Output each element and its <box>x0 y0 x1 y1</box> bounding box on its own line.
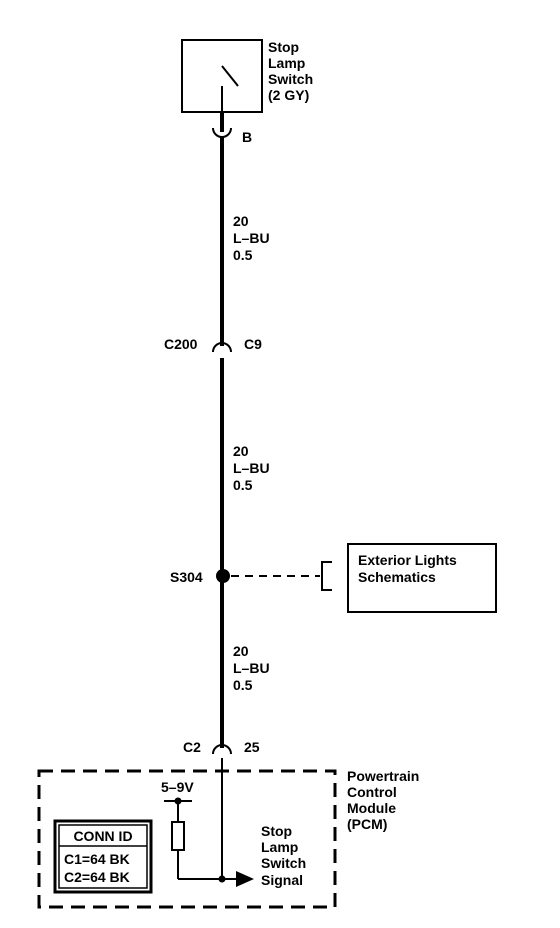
switch-name-line-1: Stop <box>268 39 299 55</box>
wire-2-size: 0.5 <box>233 477 253 493</box>
conn-id-row-2: C2=64 BK <box>64 869 130 885</box>
pcm-dashed-boundary <box>37 769 337 909</box>
pcm-name-line-3: Module <box>347 800 396 816</box>
switch-terminal-label: B <box>242 129 252 145</box>
reference-box <box>347 543 497 613</box>
switch-name-line-2: Lamp <box>268 55 305 71</box>
pcm-name-line-4: (PCM) <box>347 816 387 832</box>
splice-s304: S304 <box>170 561 332 591</box>
connector-c200: C200 C9 <box>164 336 262 353</box>
reference-line-2: Schematics <box>358 569 436 585</box>
signal-input-arrow-icon <box>236 871 254 887</box>
pcm-name-line-1: Powertrain <box>347 768 419 784</box>
stop-lamp-switch: Stop Lamp Switch (2 GY) <box>181 39 313 113</box>
reference-line-1: Exterior Lights <box>358 552 457 568</box>
wire-1-color: L–BU <box>233 230 270 246</box>
conn-id-table: CONN ID C1=64 BK C2=64 BK <box>53 819 153 894</box>
switch-name-line-4: (2 GY) <box>268 87 309 103</box>
wire-2-color: L–BU <box>233 460 270 476</box>
signal-label-line-4: Signal <box>261 872 303 888</box>
pcm-pin-label: 25 <box>244 739 260 755</box>
conn-id-outer-box <box>53 819 153 894</box>
reference-bracket-icon <box>321 561 332 591</box>
wire-3-size: 0.5 <box>233 677 253 693</box>
pcm-junction-dot <box>218 875 226 883</box>
connector-male-icon <box>212 744 232 755</box>
switch-name-line-3: Switch <box>268 71 313 87</box>
connector-male-icon <box>212 342 232 353</box>
pull-up-resistor-icon <box>171 821 185 851</box>
conn-id-inner-box <box>58 824 148 889</box>
splice-dot <box>216 569 230 583</box>
splice-label: S304 <box>170 569 203 585</box>
conn-id-title: CONN ID <box>73 828 132 844</box>
pcm-connector-label: C2 <box>183 739 201 755</box>
switch-contact-icon <box>221 65 239 87</box>
conn-id-row-1: C1=64 BK <box>64 851 130 867</box>
wire-2-gauge: 20 <box>233 443 249 459</box>
signal-label-line-2: Lamp <box>261 839 298 855</box>
pcm-name-line-2: Control <box>347 784 397 800</box>
pcm-input-circuit: 5–9V Stop Lamp Switch Signal <box>161 758 306 888</box>
signal-label-line-3: Switch <box>261 855 306 871</box>
voltage-label: 5–9V <box>161 779 194 795</box>
switch-terminal-b: B <box>212 112 252 145</box>
exterior-lights-reference: Exterior Lights Schematics <box>347 543 497 613</box>
pcm-module: Powertrain Control Module (PCM) <box>37 768 419 909</box>
wire-1-gauge: 20 <box>233 213 249 229</box>
connector-pcm-c2: C2 25 <box>183 739 260 755</box>
c200-connector-label: C200 <box>164 336 198 352</box>
wire-3-color: L–BU <box>233 660 270 676</box>
wire-3-gauge: 20 <box>233 643 249 659</box>
wire-1-size: 0.5 <box>233 247 253 263</box>
c200-pin-label: C9 <box>244 336 262 352</box>
signal-label-line-1: Stop <box>261 823 292 839</box>
